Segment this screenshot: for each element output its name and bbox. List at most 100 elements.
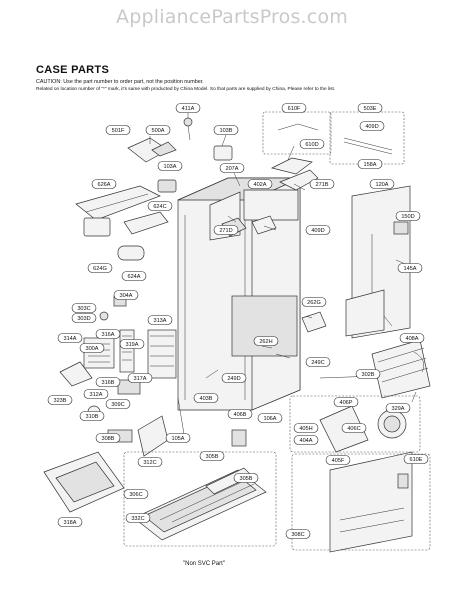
part-callout: 207A bbox=[219, 163, 245, 173]
part-number-label: 303D bbox=[77, 316, 90, 322]
part-number-label: 409D bbox=[365, 124, 378, 130]
part-number-label: 610D bbox=[305, 142, 318, 148]
part-number-label: 610E bbox=[409, 457, 422, 463]
callout-pill bbox=[395, 211, 421, 221]
callout-pill bbox=[341, 423, 367, 433]
callout-pill bbox=[127, 373, 153, 383]
callout-pill bbox=[71, 313, 97, 323]
part-callout: 402A bbox=[247, 179, 273, 189]
callout-pill bbox=[221, 373, 247, 383]
part-number-label: 105A bbox=[171, 436, 184, 442]
part-number-label: 319A bbox=[125, 342, 138, 348]
callout-pill bbox=[355, 369, 381, 379]
part-callout: 405H bbox=[293, 423, 319, 433]
part-callout: 312C bbox=[137, 457, 163, 467]
part-number-label: 405H bbox=[299, 426, 312, 432]
part-number-label: 120A bbox=[375, 182, 388, 188]
part-callout: 120A bbox=[369, 179, 395, 189]
mid-left-parts-drawing bbox=[59, 217, 185, 457]
part-number-label: 262G bbox=[307, 300, 321, 306]
part-number-label: 314A bbox=[63, 336, 76, 342]
part-callout: 610F bbox=[281, 103, 307, 113]
part-number-label: 145A bbox=[403, 266, 416, 272]
part-callout: 411A bbox=[175, 103, 201, 113]
part-callout: 262G bbox=[301, 297, 327, 307]
part-number-label: 304A bbox=[119, 293, 132, 299]
callout-pill bbox=[57, 517, 83, 527]
part-callout: 306C bbox=[123, 489, 149, 499]
part-number-label: 317A bbox=[133, 376, 146, 382]
part-number-label: 271B bbox=[315, 182, 328, 188]
part-number-label: 503E bbox=[363, 106, 376, 112]
callout-pill bbox=[293, 435, 319, 445]
part-number-label: 500A bbox=[151, 128, 164, 134]
part-number-label: 403B bbox=[199, 396, 212, 402]
part-number-label: 323B bbox=[53, 398, 66, 404]
callout-pill bbox=[105, 125, 131, 135]
part-number-label: 313A bbox=[153, 318, 166, 324]
callout-pill bbox=[305, 357, 331, 367]
part-callouts: 411A 610F 503E 501F 500A 103B 409D 610D 158A 103A… bbox=[47, 103, 429, 539]
part-callout: 610E bbox=[403, 454, 429, 464]
callout-pill bbox=[105, 399, 131, 409]
part-number-label: 310B bbox=[85, 414, 98, 420]
part-number-label: 158A bbox=[363, 162, 376, 168]
part-callout: 319A bbox=[119, 339, 145, 349]
page-title: CASE PARTS bbox=[36, 64, 110, 76]
part-number-label: 624A bbox=[127, 274, 140, 280]
callout-pill bbox=[359, 121, 385, 131]
part-number-label: 150D bbox=[401, 214, 414, 220]
part-number-label: 624C bbox=[153, 204, 166, 210]
part-callout: 323B bbox=[47, 395, 73, 405]
callout-pill bbox=[121, 271, 147, 281]
callout-pill bbox=[95, 329, 121, 339]
part-callout: 302B bbox=[355, 369, 381, 379]
callout-pill bbox=[157, 161, 183, 171]
part-number-label: 103A bbox=[163, 164, 176, 170]
part-number-label: 300A bbox=[85, 346, 98, 352]
mid-right-parts-drawing bbox=[221, 215, 431, 399]
part-callout: 404A bbox=[293, 435, 319, 445]
part-callout: 501F bbox=[105, 125, 131, 135]
part-callout: 303D bbox=[71, 313, 97, 323]
part-callout: 624A bbox=[121, 271, 147, 281]
callout-pill bbox=[175, 103, 201, 113]
part-number-label: 406B bbox=[233, 412, 246, 418]
part-number-label: 312A bbox=[89, 392, 102, 398]
part-number-label: 404A bbox=[299, 438, 312, 444]
callout-pill bbox=[399, 333, 425, 343]
callout-pill bbox=[91, 179, 117, 189]
drawer-frame-drawing bbox=[43, 451, 125, 513]
part-callout: 314A bbox=[57, 333, 83, 343]
callout-pill bbox=[281, 103, 307, 113]
part-callout: 624G bbox=[87, 263, 113, 273]
callout-pill bbox=[119, 339, 145, 349]
callout-pill bbox=[357, 103, 383, 113]
part-number-label: 610F bbox=[288, 106, 301, 112]
part-number-label: 303C bbox=[77, 306, 90, 312]
callout-pill bbox=[299, 139, 325, 149]
part-callout: 271B bbox=[309, 179, 335, 189]
part-number-label: 308C bbox=[291, 532, 304, 538]
part-number-label: 408A bbox=[405, 336, 418, 342]
part-callout: 304A bbox=[113, 290, 139, 300]
part-number-label: 501F bbox=[112, 128, 125, 134]
part-callout: 106A bbox=[257, 413, 283, 423]
callout-pill bbox=[145, 125, 171, 135]
part-number-label: 409D bbox=[311, 228, 324, 234]
part-number-label: 329A bbox=[391, 406, 404, 412]
part-callout: 305B bbox=[233, 473, 259, 483]
part-callout: 332C bbox=[125, 513, 151, 523]
part-callout: 312A bbox=[83, 389, 109, 399]
part-callout: 105A bbox=[165, 433, 191, 443]
part-callout: 308C bbox=[285, 529, 311, 539]
part-callout: 103B bbox=[213, 125, 239, 135]
callout-pill bbox=[247, 179, 273, 189]
callout-pill bbox=[123, 489, 149, 499]
callout-pill bbox=[397, 263, 423, 273]
right-panel-drawing bbox=[345, 185, 411, 339]
part-callout: 303C bbox=[71, 303, 97, 313]
callout-pill bbox=[193, 393, 219, 403]
callout-pill bbox=[333, 397, 359, 407]
